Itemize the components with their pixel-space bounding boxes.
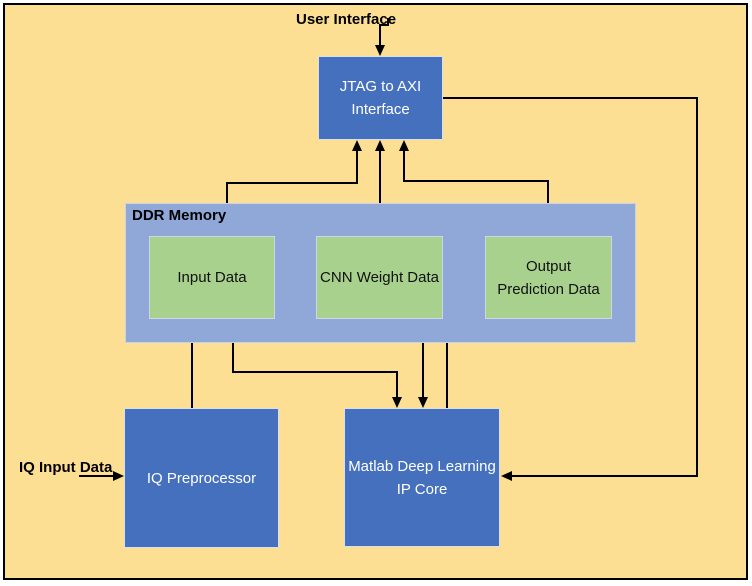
cnn-weight-data-block: CNN Weight Data (316, 236, 443, 319)
jtag-to-axi-interface-block: JTAG to AXI Interface (318, 56, 443, 140)
input-data-block: Input Data (149, 236, 275, 319)
output-prediction-label-line1: Output (525, 257, 572, 275)
matlab-deep-learning-ip-core-block: Matlab Deep Learning IP Core (344, 408, 500, 547)
input-data-label: Input Data (177, 269, 247, 286)
jtag-label-line1: JTAG to AXI (339, 78, 422, 95)
iq-input-data-label: IQ Input Data (19, 459, 113, 476)
matlab-ip-core-label-line2: IP Core (396, 480, 448, 498)
jtag-label-line2: Interface (351, 101, 410, 118)
ddr-memory-label: DDR Memory (132, 207, 227, 224)
output-prediction-label-line2: Prediction Data (497, 280, 600, 298)
iq-preprocessor-block: IQ Preprocessor (124, 408, 279, 548)
iq-preprocessor-label: IQ Preprocessor (146, 469, 257, 487)
output-prediction-data-block: Output Prediction Data (485, 236, 612, 319)
cnn-weight-data-label: CNN Weight Data (320, 269, 439, 286)
matlab-ip-core-label-line1: Matlab Deep Learning (348, 457, 496, 475)
user-interface-label: User Interface (296, 11, 397, 28)
